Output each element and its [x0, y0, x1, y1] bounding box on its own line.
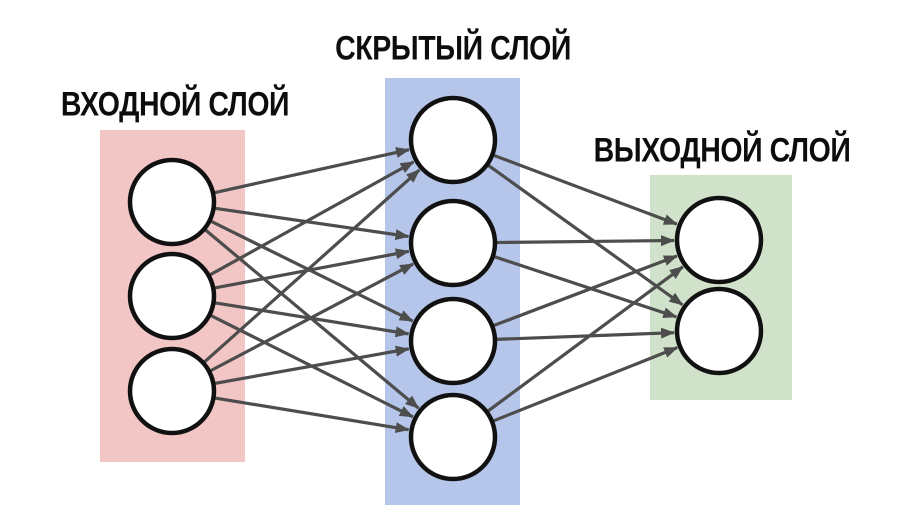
output-layer-label: ВЫХОДНОЙ СЛОЙ: [593, 130, 851, 170]
hidden-layer-neuron: [408, 392, 498, 482]
hidden-layer-label: СКРЫТЫЙ СЛОЙ: [335, 28, 571, 68]
input-layer-label: ВХОДНОЙ СЛОЙ: [60, 84, 290, 124]
hidden-layer-neuron: [408, 95, 498, 185]
connection-arrow: [200, 168, 421, 366]
connection-arrow: [489, 152, 678, 226]
hidden-layer-neuron: [408, 296, 498, 386]
input-layer-neuron: [127, 346, 217, 436]
connection-arrow: [206, 262, 415, 374]
connection-arrow: [492, 235, 676, 247]
connection-arrow: [489, 254, 678, 329]
input-layer-neuron: [127, 157, 217, 247]
connection-arrow: [489, 346, 679, 424]
connection-arrow: [484, 162, 684, 307]
output-layer-neuron: [674, 195, 764, 285]
connection-arrow: [484, 265, 684, 415]
output-layer-neuron: [674, 286, 764, 376]
connection-arrow: [492, 327, 676, 342]
connection-arrow: [210, 147, 411, 195]
connection-arrow: [211, 248, 410, 291]
connection-arrow: [206, 160, 415, 278]
connection-arrow: [211, 395, 410, 434]
input-layer-neuron: [127, 251, 217, 341]
hidden-layer-neuron: [408, 198, 498, 288]
connection-arrow: [211, 206, 410, 241]
connection-arrow: [490, 254, 678, 319]
connection-arrow: [211, 345, 410, 386]
